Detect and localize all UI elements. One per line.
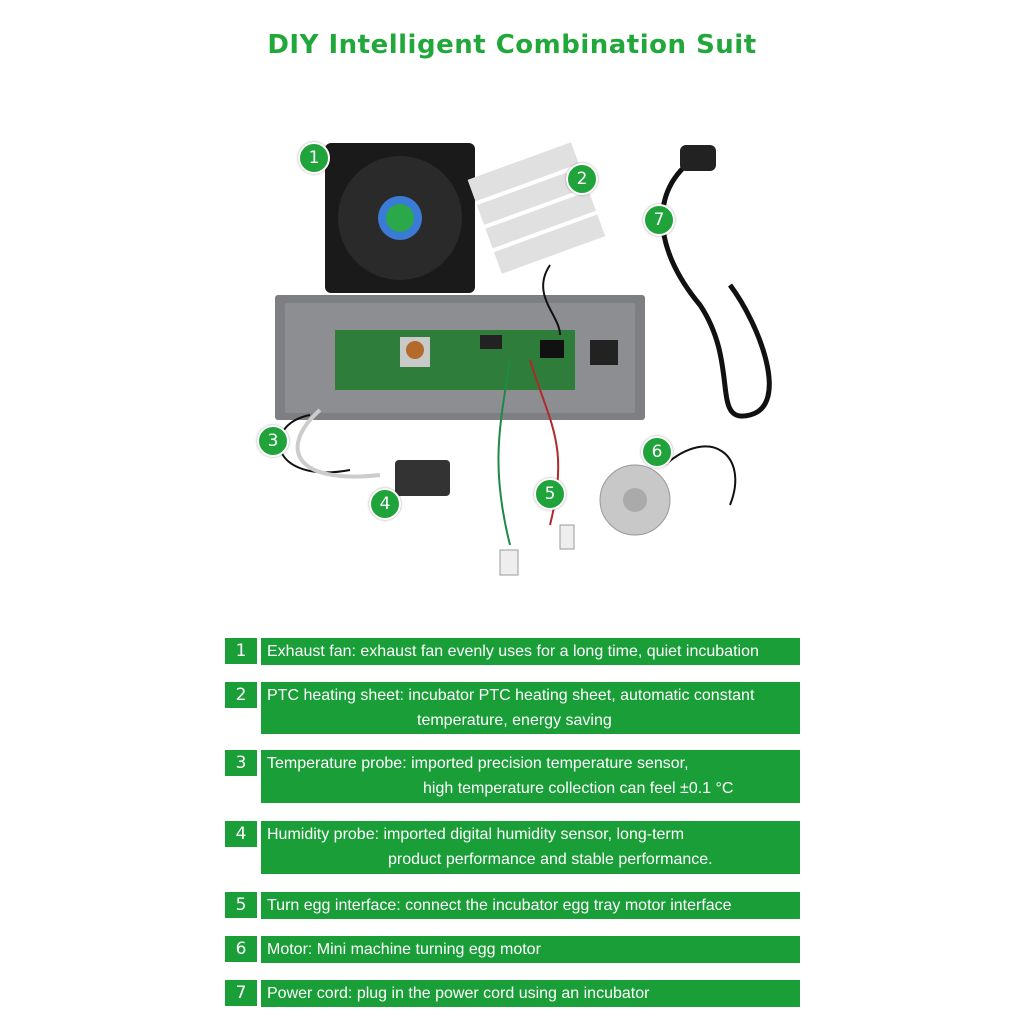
circuit-board xyxy=(335,330,575,390)
callout-badge: 3 xyxy=(257,425,289,457)
callout-badge: 1 xyxy=(298,142,330,174)
row-number: 5 xyxy=(225,892,257,918)
component-row: 2 PTC heating sheet: incubator PTC heati… xyxy=(225,682,800,734)
callout-badge: 7 xyxy=(643,204,675,236)
row-description: PTC heating sheet: incubator PTC heating… xyxy=(261,682,800,734)
row-description: Motor: Mini machine turning egg motor xyxy=(261,936,800,963)
description-line: product performance and stable performan… xyxy=(388,851,713,868)
callout-badge: 4 xyxy=(369,488,401,520)
description-line: Humidity probe: imported digital humidit… xyxy=(267,826,685,843)
description-line: Turn egg interface: connect the incubato… xyxy=(267,897,732,914)
row-description: Temperature probe: imported precision te… xyxy=(261,750,800,803)
component-row: 5 Turn egg interface: connect the incuba… xyxy=(225,892,800,919)
description-line: Temperature probe: imported precision te… xyxy=(267,755,689,772)
component-row: 3 Temperature probe: imported precision … xyxy=(225,750,800,803)
callout-badge: 2 xyxy=(566,163,598,195)
component-row: 1 Exhaust fan: exhaust fan evenly uses f… xyxy=(225,638,800,665)
page-title: DIY Intelligent Combination Suit xyxy=(267,30,757,60)
component-row: 4 Humidity probe: imported digital humid… xyxy=(225,821,800,874)
row-number: 3 xyxy=(225,750,257,776)
row-description: Power cord: plug in the power cord using… xyxy=(261,980,800,1007)
row-number: 7 xyxy=(225,980,257,1006)
description-line: temperature, energy saving xyxy=(417,712,612,729)
description-line: Power cord: plug in the power cord using… xyxy=(267,985,650,1002)
row-number: 6 xyxy=(225,936,257,962)
component-row: 7 Power cord: plug in the power cord usi… xyxy=(225,980,800,1007)
row-number: 4 xyxy=(225,821,257,847)
description-line: high temperature collection can feel ±0.… xyxy=(423,780,734,797)
product-photo xyxy=(275,142,772,576)
row-description: Humidity probe: imported digital humidit… xyxy=(261,821,800,874)
row-description: Exhaust fan: exhaust fan evenly uses for… xyxy=(261,638,800,665)
component-row: 6 Motor: Mini machine turning egg motor xyxy=(225,936,800,963)
row-number: 1 xyxy=(225,638,257,664)
ptc-heater xyxy=(467,142,606,274)
row-number: 2 xyxy=(225,682,257,708)
power-cord xyxy=(660,152,772,419)
description-line: Exhaust fan: exhaust fan evenly uses for… xyxy=(267,643,759,660)
description-line: PTC heating sheet: incubator PTC heating… xyxy=(267,687,755,704)
row-description: Turn egg interface: connect the incubato… xyxy=(261,892,800,919)
callout-badge: 6 xyxy=(641,436,673,468)
callout-badge: 5 xyxy=(534,478,566,510)
humidity-probe xyxy=(395,460,450,496)
description-line: Motor: Mini machine turning egg motor xyxy=(267,941,541,958)
